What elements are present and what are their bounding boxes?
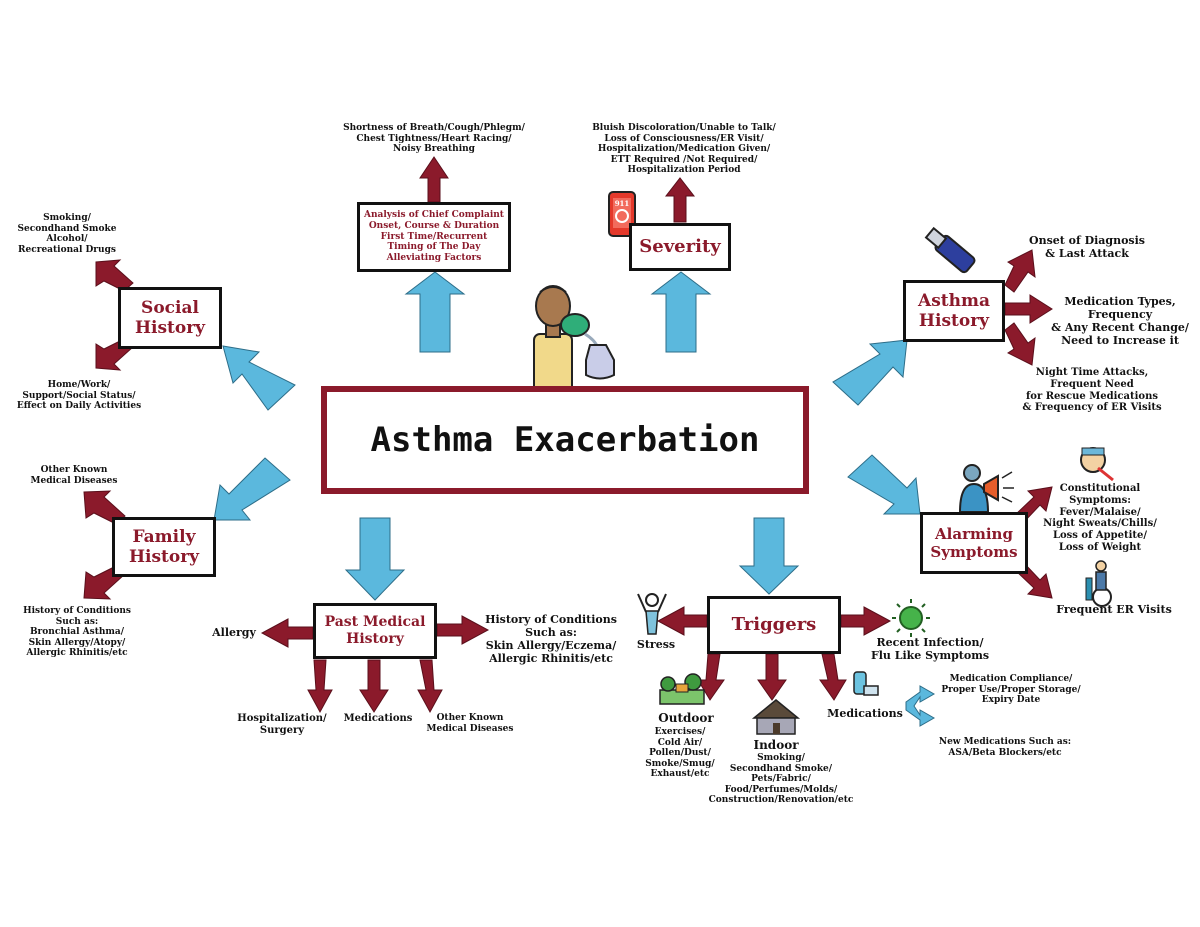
trigger-outdoor-list: Exercises/ Cold Air/ Pollen/Dust/ Smoke/… — [645, 727, 715, 780]
arrow-to-past-medical — [344, 517, 406, 601]
family-history-box: Family History — [112, 517, 216, 577]
arrow-trig-right — [840, 606, 892, 636]
arrow-to-asthma-history — [832, 339, 908, 406]
arrow-to-chief-complaint — [404, 271, 466, 353]
trigger-infection-label: Recent Infection/ Flu Like Symptoms — [870, 636, 990, 662]
arrow-trig-down-2 — [757, 653, 787, 701]
arrow-asthma-right — [1004, 294, 1053, 324]
megaphone-person-icon — [958, 464, 1014, 513]
alarm-er-visits-label: Frequent ER Visits — [1056, 603, 1172, 616]
pmh-medications-label: Medications — [343, 713, 413, 724]
alarming-symptoms-box: Alarming Symptoms — [920, 512, 1028, 574]
past-medical-history-box: Past Medical History — [313, 603, 437, 659]
triggers-box: Triggers — [707, 596, 841, 654]
family-other-diseases: Other Known Medical Diseases — [30, 465, 118, 486]
social-history-box: Social History — [118, 287, 222, 349]
arrow-to-social-history — [222, 345, 296, 411]
arrow-medications-split — [905, 685, 936, 727]
trigger-new-meds-label: New Medications Such as: ASA/Beta Blocke… — [938, 737, 1072, 758]
chief-complaint-symptoms: Shortness of Breath/Cough/Phlegm/ Chest … — [343, 123, 525, 155]
trigger-outdoor-title: Outdoor — [658, 711, 714, 725]
arrow-chief-up — [419, 156, 449, 203]
trigger-stress-label: Stress — [636, 638, 676, 651]
arrow-to-severity — [650, 271, 712, 353]
severity-details: Bluish Discoloration/Unable to Talk/ Los… — [592, 123, 776, 176]
arrow-trig-down-1 — [697, 653, 725, 701]
asthma-history-box: Asthma History — [903, 280, 1005, 342]
social-environment: Home/Work/ Support/Social Status/ Effect… — [16, 380, 142, 412]
arrow-asthma-down — [1004, 322, 1036, 366]
arrow-severity-up — [664, 177, 696, 223]
arrow-to-family-history — [213, 457, 291, 521]
trigger-med-compliance-label: Medication Compliance/ Proper Use/Proper… — [941, 674, 1081, 706]
virus-icon — [892, 599, 930, 637]
trigger-indoor-title: Indoor — [753, 738, 799, 752]
asthma-onset-label: Onset of Diagnosis & Last Attack — [1028, 234, 1145, 260]
fever-face-icon — [1080, 447, 1114, 482]
arrow-to-triggers — [738, 517, 800, 595]
pmh-other-diseases-label: Other Known Medical Diseases — [426, 713, 514, 734]
arrow-pmh-down-3 — [417, 659, 443, 714]
asthma-night-attacks-label: Night Time Attacks, Frequent Need for Re… — [1022, 367, 1162, 414]
arrow-trig-down-3 — [819, 653, 847, 701]
patient-figure-icon — [533, 285, 615, 395]
phone-911-icon — [608, 191, 636, 237]
main-title: Asthma Exacerbation — [370, 420, 760, 460]
alarm-constitutional-label: Constitutional Symptoms: Fever/Malaise/ … — [1043, 483, 1157, 553]
arrow-asthma-up — [1004, 249, 1036, 293]
pmh-hospitalization-label: Hospitalization/ Surgery — [237, 713, 327, 736]
arrow-pmh-right — [436, 615, 490, 645]
asthma-medications-label: Medication Types, Frequency & Any Recent… — [1051, 295, 1189, 347]
stress-figure-icon — [637, 593, 667, 635]
arrow-social-up — [95, 259, 134, 292]
family-conditions: History of Conditions Such as: Bronchial… — [23, 606, 131, 659]
arrow-trig-left — [656, 606, 708, 636]
chief-complaint-box: Analysis of Chief Complaint Onset, Cours… — [357, 202, 511, 272]
inhaler-small-icon — [853, 671, 879, 696]
severity-box: Severity — [629, 223, 731, 271]
house-icon — [751, 699, 801, 735]
arrow-family-up — [83, 490, 126, 525]
phone-911-label: 911 — [614, 199, 630, 208]
arrow-to-alarming-symptoms — [847, 454, 921, 515]
inhaler-icon — [924, 226, 976, 274]
wheelchair-icon — [1085, 560, 1112, 607]
social-substances: Smoking/ Secondhand Smoke Alcohol/ Recre… — [17, 213, 117, 255]
trigger-indoor-list: Smoking/ Secondhand Smoke/ Pets/Fabric/ … — [708, 753, 854, 806]
arrow-pmh-left — [260, 618, 314, 648]
trigger-medications-label: Medications — [827, 707, 903, 720]
main-topic-box: Asthma Exacerbation — [321, 386, 809, 494]
pmh-allergy-label: Allergy — [212, 626, 256, 639]
arrow-pmh-down-2 — [359, 659, 389, 713]
outdoor-scene-icon — [659, 673, 705, 705]
pmh-conditions-label: History of Conditions Such as: Skin Alle… — [485, 613, 617, 665]
arrow-pmh-down-1 — [307, 659, 333, 714]
